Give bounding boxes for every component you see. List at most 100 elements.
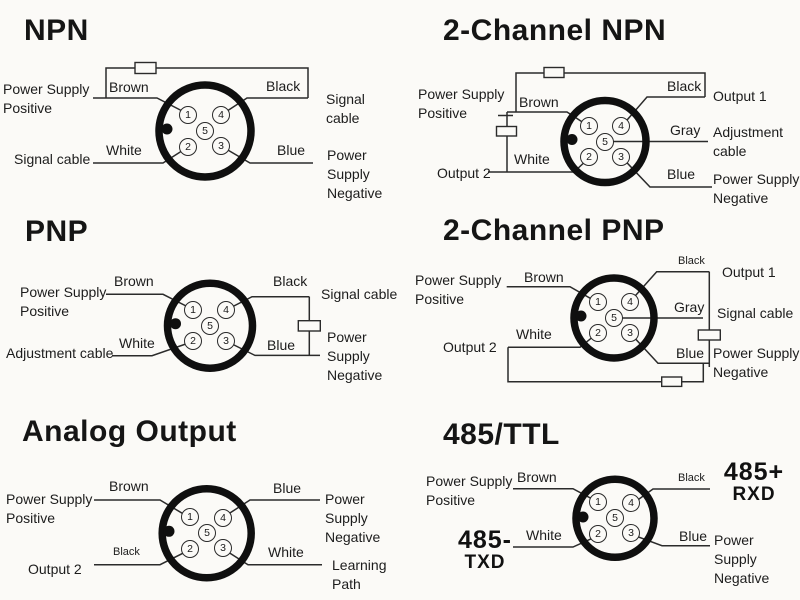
- terminal-label-485-plus-rxd: 485+ RXD: [722, 460, 786, 505]
- pin-4: 4: [214, 509, 232, 527]
- terminal-label-power-supply-negative: Power Supply Negative: [327, 147, 383, 201]
- terminal-label-output-1: Output 1: [713, 88, 767, 104]
- pin-3: 3: [621, 324, 639, 342]
- terminal-label-learning-path: Learning Path: [332, 557, 387, 592]
- pin-5: 5: [198, 524, 216, 542]
- black-wire: [620, 96, 705, 128]
- wire-label-white: White: [119, 335, 155, 351]
- panel-485-ttl: 485/TTL 1 4 5 2 3 Power Supply Positive …: [400, 400, 800, 600]
- pin-2: 2: [179, 138, 197, 156]
- terminal-label-power-supply-negative: Power Supply Negative: [713, 171, 800, 206]
- black-wire: [226, 295, 310, 311]
- npn-wiring-svg: [93, 61, 313, 181]
- connector-ring: [572, 475, 658, 562]
- connector-notch-icon: [577, 511, 589, 523]
- pullup-jumper-wire: [105, 67, 309, 98]
- wire-label-white: White: [516, 326, 552, 342]
- terminal-label-power-supply-positive: Power Supply Positive: [6, 491, 93, 526]
- pin-3: 3: [612, 148, 630, 166]
- pin-1: 1: [184, 301, 202, 319]
- brown-wire: [506, 285, 599, 304]
- label-485-minus: 485-: [457, 526, 513, 554]
- pin-2: 2: [184, 332, 202, 350]
- pin-4: 4: [622, 494, 640, 512]
- blue-wire: [629, 332, 710, 365]
- terminal-label-adjustment-cable: Adjustment cable: [6, 345, 114, 361]
- wire-label-brown: Brown: [517, 469, 557, 485]
- connector-ring: [158, 485, 255, 582]
- connector-ring: [163, 279, 257, 372]
- wire-label-black: Black: [678, 255, 705, 267]
- panel-analog-output: Analog Output 1 4 5 2 3 Power Supply Pos…: [0, 400, 400, 600]
- wire-label-black: Black: [266, 78, 301, 94]
- terminal-label-output-2: Output 2: [443, 339, 497, 355]
- pin-5: 5: [606, 509, 624, 527]
- pin-5: 5: [201, 317, 219, 335]
- pin-5: 5: [605, 309, 623, 327]
- wire-label-blue: Blue: [676, 345, 705, 361]
- wire-label-black: Black: [678, 472, 705, 484]
- white-wire: [93, 146, 189, 164]
- pin-2: 2: [580, 148, 598, 166]
- pulldown-resistor-1: [697, 329, 721, 341]
- wire-label-white: White: [514, 151, 550, 167]
- terminal-label-power-supply-positive: Power Supply Positive: [415, 272, 502, 307]
- panel-npn: NPN 1 4 5 2 3 Power Supply Positive Brow…: [0, 0, 400, 201]
- panel-title-485-ttl: 485/TTL: [443, 418, 560, 451]
- terminal-label-output-2: Output 2: [28, 561, 82, 577]
- branch-wire: [498, 112, 513, 172]
- black-wire: [629, 270, 710, 303]
- connector-ring: [570, 274, 658, 362]
- terminal-label-power-supply-negative: Power Supply Negative: [325, 491, 381, 545]
- terminal-label-signal-cable-left: Signal cable: [14, 151, 91, 167]
- brown-wire: [106, 293, 194, 311]
- pin-3: 3: [212, 137, 230, 155]
- connector-notch-icon: [170, 318, 181, 330]
- connector-notch-icon: [163, 525, 175, 537]
- black-wire: [94, 549, 191, 566]
- pin-5: 5: [196, 122, 214, 140]
- blue-wire: [631, 533, 710, 547]
- connector-ring: [155, 81, 255, 181]
- label-txd: TXD: [464, 552, 506, 573]
- terminal-label-signal-cable: Signal cable: [321, 286, 398, 302]
- pullup-resistor: [134, 61, 157, 75]
- wire-label-brown: Brown: [519, 94, 559, 110]
- wire-label-white: White: [526, 527, 562, 543]
- connector-ring: [560, 96, 650, 187]
- pin-2: 2: [589, 324, 607, 342]
- panel-pnp: PNP 1 4 5 2 3 Power Supply Positive Brow…: [0, 200, 400, 400]
- blue-wire: [223, 499, 320, 518]
- wire-label-black: Black: [113, 546, 140, 558]
- terminal-label-power-supply-positive: Power Supply Positive: [426, 473, 513, 508]
- pullup-resistor-2: [495, 125, 518, 137]
- panel-title-npn: NPN: [24, 14, 89, 47]
- pulldown-branch-wire-2: [507, 347, 705, 383]
- white-wire: [112, 340, 194, 357]
- brown-wire: [94, 499, 190, 518]
- panel-title-2ch-npn: 2-Channel NPN: [443, 14, 667, 47]
- wire-label-brown: Brown: [109, 79, 149, 95]
- pin-3: 3: [217, 332, 235, 350]
- pin-1: 1: [179, 106, 197, 124]
- blue-wire: [226, 340, 320, 357]
- wire-label-white: White: [106, 142, 142, 158]
- pulldown-resistor: [297, 319, 321, 332]
- pin-4: 4: [212, 106, 230, 124]
- brown-wire: [93, 97, 189, 115]
- panel-title-2ch-pnp: 2-Channel PNP: [443, 214, 665, 247]
- pin-1: 1: [589, 293, 607, 311]
- terminal-label-power-supply-negative: Power Supply Negative: [714, 532, 770, 586]
- blue-wire: [220, 145, 313, 164]
- wire-label-blue: Blue: [667, 166, 696, 182]
- pin-1: 1: [181, 508, 199, 526]
- terminal-label-adjustment-cable: Adjustment cable: [713, 124, 784, 159]
- pin-4: 4: [217, 301, 235, 319]
- panel-title-analog: Analog Output: [22, 415, 237, 448]
- wire-label-brown: Brown: [114, 273, 154, 289]
- connector-notch-icon: [575, 310, 587, 322]
- connector-notch-icon: [566, 134, 578, 145]
- wire-label-blue: Blue: [679, 528, 708, 544]
- pin-4: 4: [612, 117, 630, 135]
